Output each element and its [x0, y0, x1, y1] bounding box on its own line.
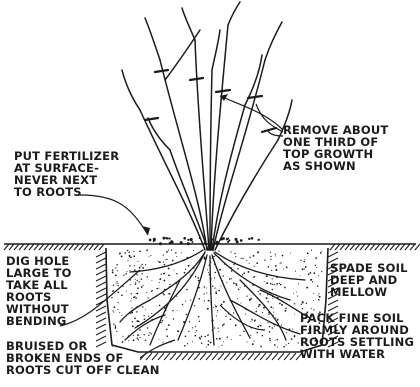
shrub-stems: [122, 2, 292, 250]
label-fertilizer: PUT FERTILIZER AT SURFACE- NEVER NEXT TO…: [14, 149, 123, 199]
label-spade-soil: SPADE SOIL DEEP AND MELLOW: [330, 261, 412, 299]
leader-lines: [60, 96, 283, 358]
label-pack-fine-soil: PACK FINE SOIL FIRMLY AROUND ROOTS SETTL…: [300, 311, 418, 361]
label-dig-hole: DIG HOLE LARGE TO TAKE ALL ROOTS WITHOUT…: [6, 254, 76, 328]
label-bruised-roots: BRUISED OR BROKEN ENDS OF ROOTS CUT OFF …: [6, 339, 160, 377]
label-remove-top-growth: REMOVE ABOUT ONE THIRD OF TOP GROWTH AS …: [283, 123, 393, 173]
